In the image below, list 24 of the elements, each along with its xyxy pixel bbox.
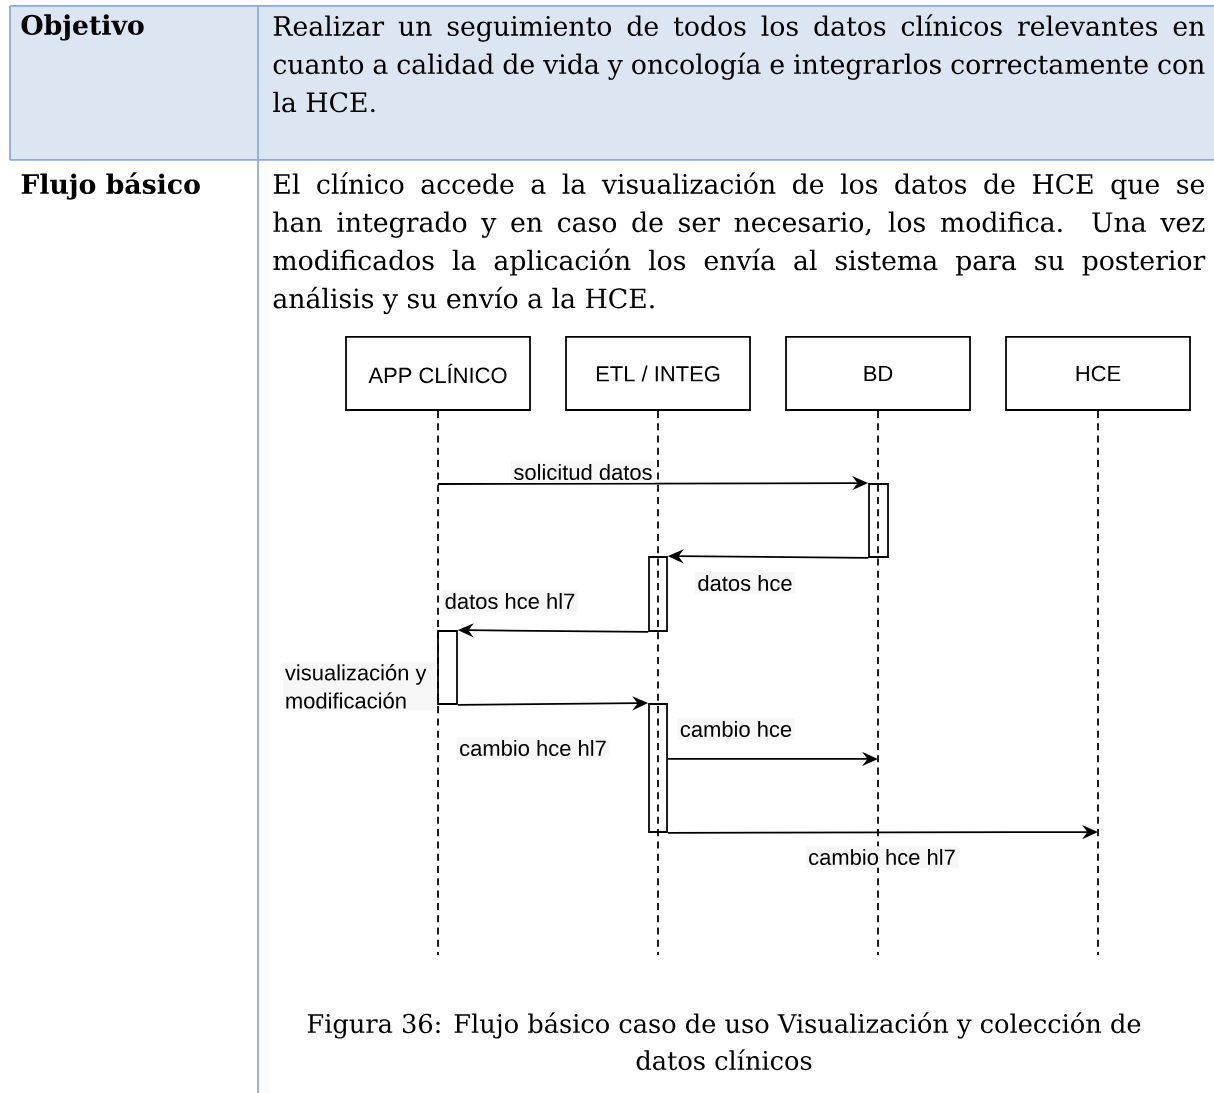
- table-cell: Flujo básico: [21, 172, 200, 200]
- participant-box: BD: [785, 336, 971, 411]
- participant-box: ETL / INTEG: [565, 336, 751, 411]
- edge-label: datos hce: [694, 572, 796, 594]
- lifeline: [1097, 410, 1099, 956]
- edge-label: solicitud datos: [510, 461, 656, 483]
- edge-label: cambio hce hl7: [805, 846, 959, 868]
- note-text: visualización y modificación: [283, 662, 437, 711]
- activation-bar: [648, 703, 668, 833]
- activation-bar: [868, 483, 889, 558]
- lifeline: [657, 410, 659, 956]
- participant-box: APP CLÍNICO: [345, 336, 531, 411]
- edge-label: cambio hce hl7: [456, 737, 610, 759]
- activation-bar: [437, 630, 458, 705]
- edge-label: datos hce hl7: [442, 590, 578, 612]
- figure-caption: Figura 36: Flujo básico caso de uso Visualización y colección de datos clínicos: [307, 1012, 1141, 1071]
- participant-box: HCE: [1005, 336, 1191, 411]
- table-cell: Objetivo: [21, 14, 144, 41]
- lifeline: [877, 410, 879, 956]
- table-cell: Realizar un seguimiento de todos los datos clínicos relevantes en cuanto a calidad de vida y oncología e integrarlos correctamente con la HCE.: [273, 14, 1205, 113]
- edge-label: cambio hce: [677, 718, 795, 740]
- lifeline: [437, 410, 439, 956]
- table-cell: El clínico accede a la visualización de los datos de HCE que se han integrado y en caso de ser necesario, los modifica. Una vez modificados la aplicación los envía al sistema para su posterior análisis y su envío a la HCE.: [273, 172, 1206, 315]
- activation-bar: [648, 556, 668, 632]
